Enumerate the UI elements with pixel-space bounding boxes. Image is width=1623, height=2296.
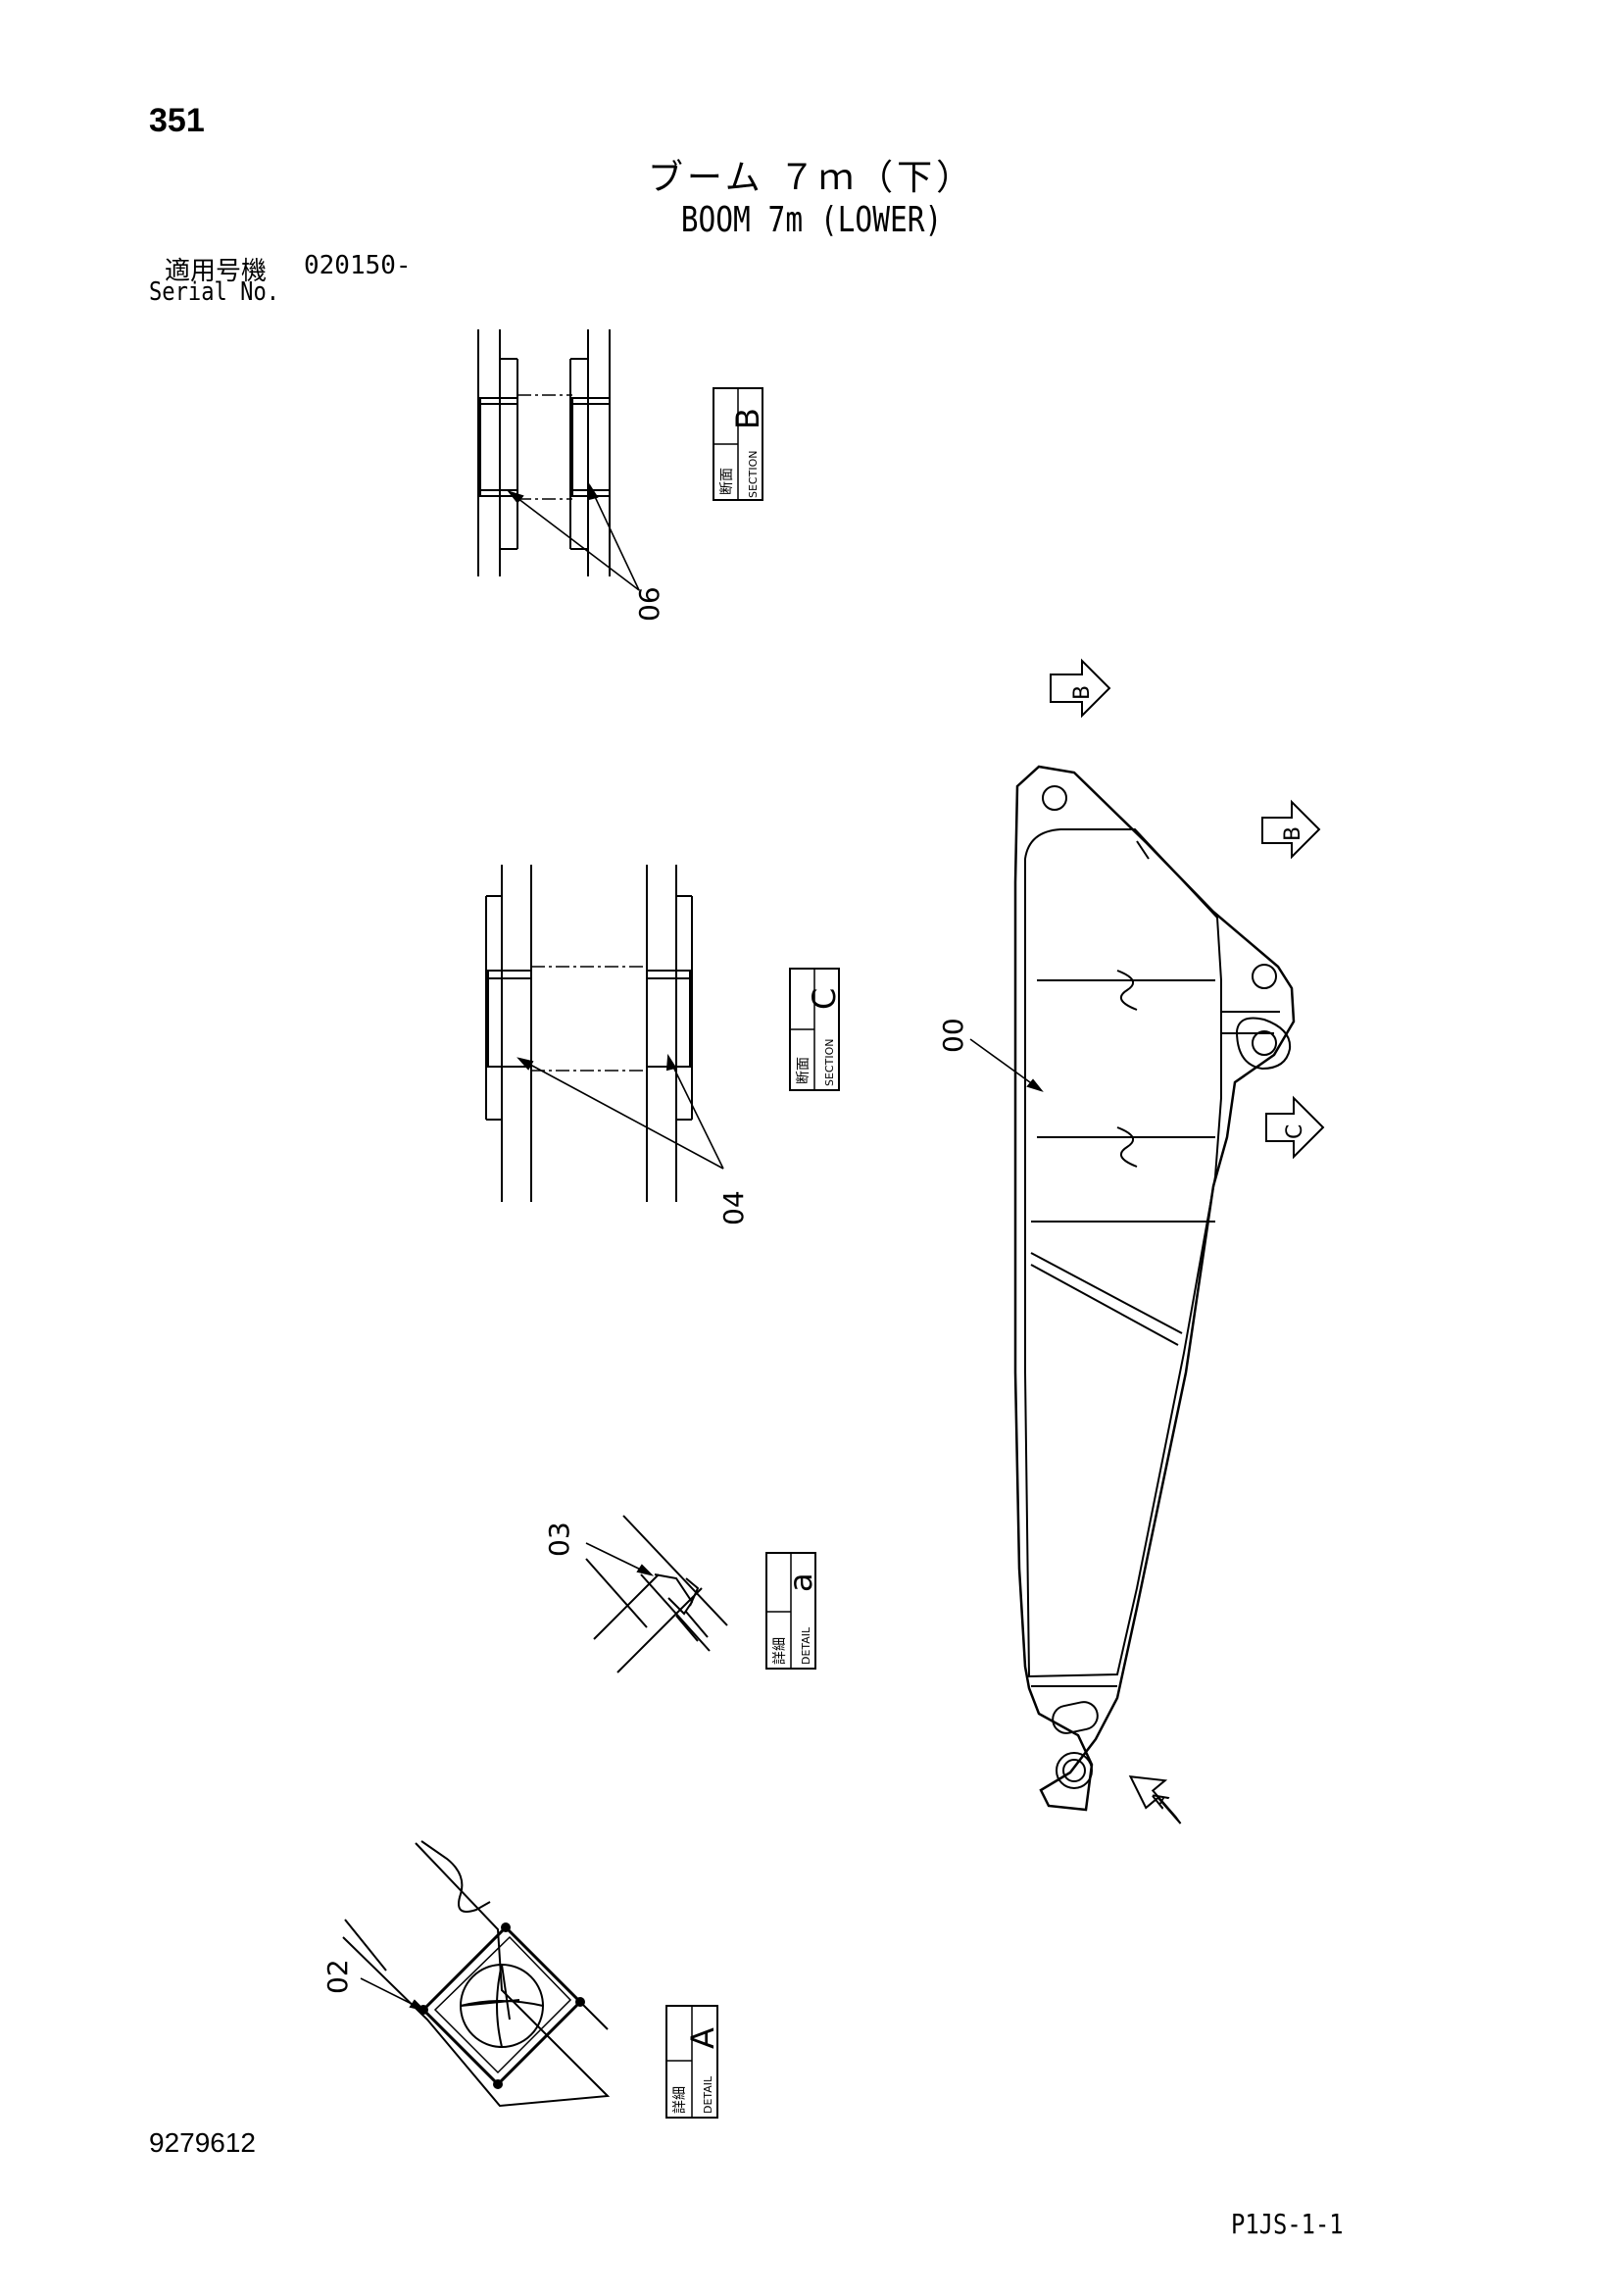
boom-main-view: 00 (937, 765, 1296, 1812)
detail-a-small-view: 03 詳細 DETAIL a (543, 1515, 819, 1673)
callout-00: 00 (937, 1018, 969, 1053)
callout-06: 06 (633, 586, 665, 622)
callout-04: 04 (717, 1190, 750, 1225)
section-c-label-en: SECTION (823, 1039, 836, 1086)
arrow-b-top-letter: B (1070, 685, 1095, 700)
serial-label-english: Serial No. (149, 277, 280, 307)
callout-02: 02 (321, 1959, 354, 1994)
page-number: 351 (149, 102, 205, 139)
detail-a-view: 02 詳細 DETAIL A (321, 1840, 721, 2119)
section-b-label-kanji: 断面 (719, 468, 735, 495)
section-c-letter: C (806, 988, 843, 1010)
sheet-code: P1JS-1-1 (1231, 2208, 1344, 2240)
serial-label-japanese: 適用号機 (165, 257, 268, 286)
view-arrow-b-right: B (1261, 799, 1321, 860)
view-arrow-a: A (1128, 1775, 1182, 1824)
title-japanese: ブーム ７ｍ（下） (647, 158, 976, 198)
section-c-label-kanji: 断面 (796, 1057, 812, 1084)
detail-a-small-label-en: DETAIL (800, 1626, 812, 1665)
title-english: BOOM 7m (LOWER) (680, 200, 943, 240)
serial-value: 020150- (304, 251, 412, 280)
section-b-label-en: SECTION (747, 451, 760, 498)
section-b-view: 06 断面 SECTION B (477, 329, 766, 622)
callout-03: 03 (543, 1522, 575, 1557)
drawing-number: 9279612 (149, 2127, 257, 2158)
detail-a-small-label-kanji: 詳細 (772, 1637, 788, 1665)
detail-a-label-en: DETAIL (702, 2075, 714, 2114)
section-c-view: 04 断面 SECTION C (485, 865, 843, 1225)
detail-a-letter: A (684, 2027, 721, 2049)
section-b-letter: B (729, 408, 766, 429)
arrow-b-right-letter: B (1281, 826, 1305, 841)
view-arrow-c: C (1265, 1095, 1325, 1160)
detail-a-small-letter: a (782, 1572, 819, 1592)
arrow-c-letter: C (1283, 1124, 1307, 1139)
view-arrow-b-top: B (1050, 658, 1111, 719)
detail-a-label-kanji: 詳細 (672, 2086, 688, 2114)
arrow-a-letter: A (1147, 1787, 1175, 1813)
